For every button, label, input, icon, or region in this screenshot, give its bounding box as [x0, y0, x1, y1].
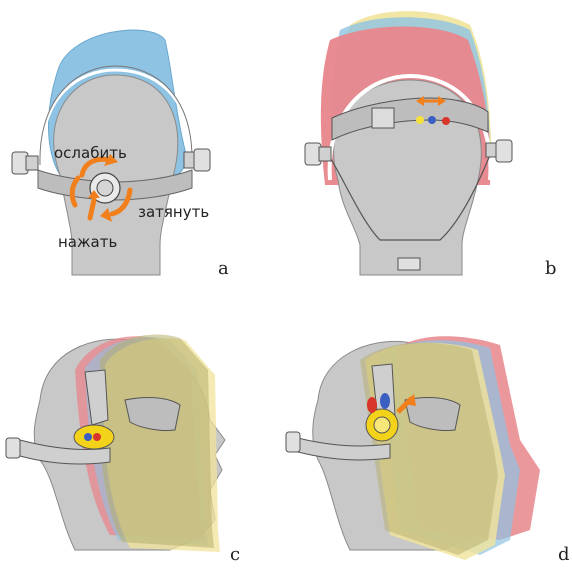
panel-c-letter: c [230, 544, 240, 565]
panel-c-illustration [6, 334, 225, 552]
panel-a-letter: a [218, 258, 229, 279]
panel-c-shield-olive [99, 334, 214, 548]
panel-b-dot-blue [428, 116, 436, 124]
panel-d-letter: d [558, 544, 570, 565]
panel-b-illustration [305, 11, 512, 275]
label-loosen: ослабить [54, 144, 127, 162]
panel-a-right-knob [184, 149, 210, 171]
panel-b-buckle [372, 108, 394, 128]
panel-d-illustration [286, 336, 540, 560]
label-tighten: затянуть [138, 203, 209, 221]
panel-b-dot-red [442, 117, 450, 125]
label-press: нажать [58, 233, 117, 251]
panel-b-letter: b [545, 258, 557, 279]
panel-a-left-knob [12, 152, 38, 174]
panel-b-dot-yellow [416, 116, 424, 124]
